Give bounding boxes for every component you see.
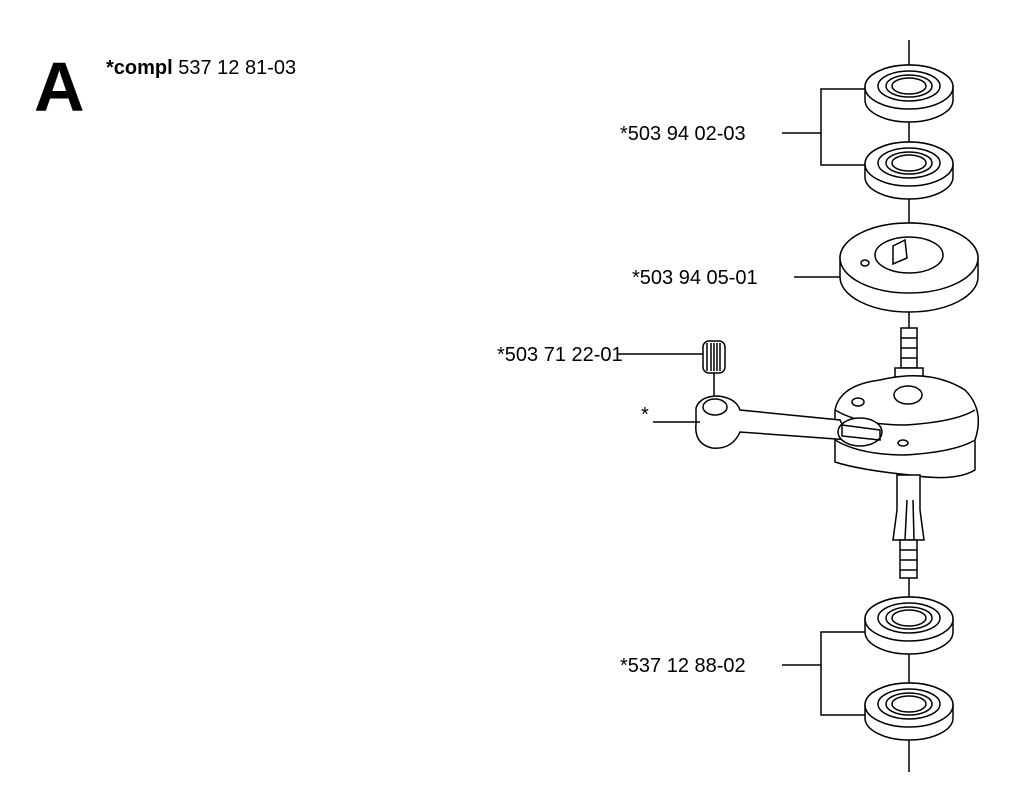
bearing-top-1 — [864, 64, 954, 123]
bearing-top-2 — [864, 141, 954, 200]
needle-bearing-cage — [702, 340, 726, 374]
crankshaft-web — [834, 375, 980, 479]
callout-needle-bearing: *503 71 22-01 — [497, 344, 623, 366]
callout-connecting-rod: * — [641, 404, 649, 426]
section-letter: A — [34, 48, 85, 126]
assembly-part-number: 537 12 81-03 — [178, 57, 297, 79]
bracket-bottom — [820, 631, 865, 716]
callout-bearing-top: *503 94 02-03 — [620, 123, 746, 145]
callout-bearing-bottom: *537 12 88-02 — [620, 655, 746, 677]
bracket-top — [820, 88, 865, 166]
connecting-rod — [695, 395, 883, 449]
callout-thrust-washer: *503 94 05-01 — [632, 267, 758, 289]
bearing-bottom-1 — [864, 596, 954, 655]
crankshaft-lower-shaft — [892, 474, 925, 579]
thrust-washer — [839, 222, 979, 313]
assembly-prefix: *compl — [106, 57, 173, 79]
assembly-title: *compl 537 12 81-03 — [106, 58, 296, 78]
bearing-bottom-2 — [864, 682, 954, 741]
